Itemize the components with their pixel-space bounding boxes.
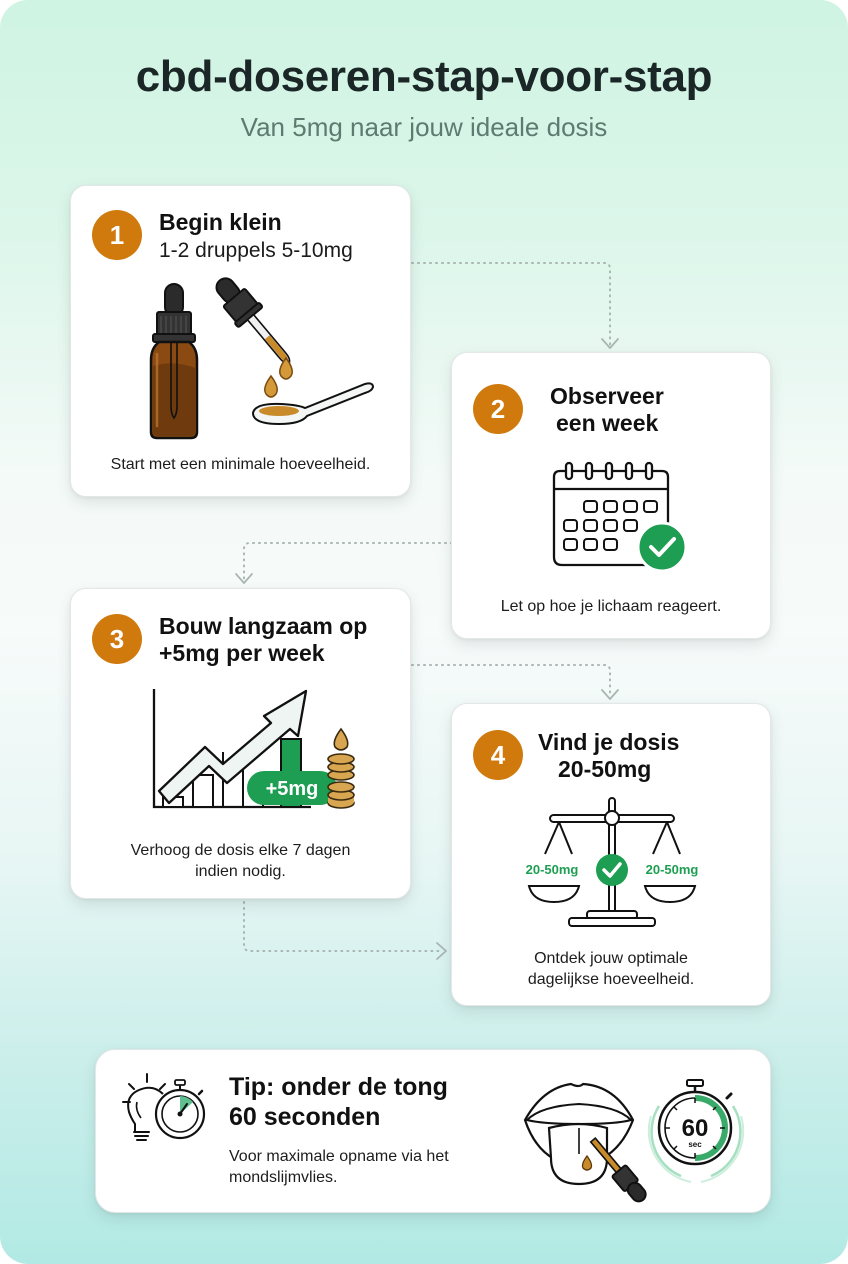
step-2-card: 2 Observeer een week Let op hoe je licha… — [451, 352, 771, 639]
page-title: cbd-doseren-stap-voor-stap — [135, 52, 713, 101]
balance-scale-icon: 20-50mg 20-50mg — [526, 797, 699, 927]
growth-chart-icon: +5mg — [152, 689, 355, 809]
scale-label-right: 20-50mg — [646, 862, 699, 877]
step-description: Let op hoe je lichaam reageert. — [500, 598, 722, 615]
step-subtitle: 1-2 druppels 5-10mg — [159, 239, 353, 262]
step-title-line-1: Observeer — [550, 383, 664, 409]
tip-title-line-1: Tip: onder de tong — [229, 1073, 448, 1101]
step-description: Start met een minimale hoeveelheid. — [110, 456, 371, 473]
tip-description: Voor maximale opname via het mondslijmvl… — [229, 1148, 449, 1186]
step-description-line-1: Verhoog de dosis elke 7 dagen — [130, 842, 351, 859]
step-title-line-2: +5mg per week — [159, 640, 325, 666]
step-description-line-2: indien nodig. — [195, 863, 286, 880]
scale-label-left: 20-50mg — [526, 862, 579, 877]
step-3-card: 3 Bouw langzaam op +5mg per week +5mg — [70, 588, 411, 899]
timer-value: 60 — [682, 1115, 709, 1142]
step-title-line-2: een week — [556, 410, 659, 436]
step-number-badge: 4 — [473, 730, 523, 780]
calendar-check-icon — [552, 461, 688, 573]
page-subtitle: Van 5mg naar jouw ideale dosis — [240, 112, 608, 142]
step-number-badge: 3 — [92, 614, 142, 664]
chart-tag: +5mg — [266, 778, 319, 800]
mouth-dropper-icon — [523, 1082, 647, 1203]
step-1-card: 1 Begin klein 1-2 druppels 5-10mg — [70, 185, 411, 497]
timer-unit: sec — [688, 1140, 702, 1149]
lightbulb-stopwatch-icon — [122, 1073, 206, 1141]
step-number-badge: 1 — [92, 210, 142, 260]
step-number-badge: 2 — [473, 384, 523, 434]
step-4-card: 4 Vind je dosis 20-50mg 20-50mg 20-50mg … — [451, 703, 771, 1006]
step-description-line-1: Ontdek jouw optimale — [534, 950, 688, 967]
step-description-line-2: dagelijkse hoeveelheid. — [527, 971, 695, 988]
step-title: Begin klein — [159, 209, 282, 235]
tip-card: Tip: onder de tong 60 seconden Voor maxi… — [95, 1049, 771, 1213]
tip-title-line-2: 60 seconden — [229, 1103, 381, 1131]
step-title-line-2: 20-50mg — [558, 756, 652, 782]
stopwatch-60-sec-icon: 60 sec — [647, 1079, 745, 1183]
step-title-line-1: Bouw langzaam op — [159, 613, 368, 639]
step-title-line-1: Vind je dosis — [538, 729, 680, 755]
dropper-bottle-spoon-icon — [149, 277, 375, 440]
